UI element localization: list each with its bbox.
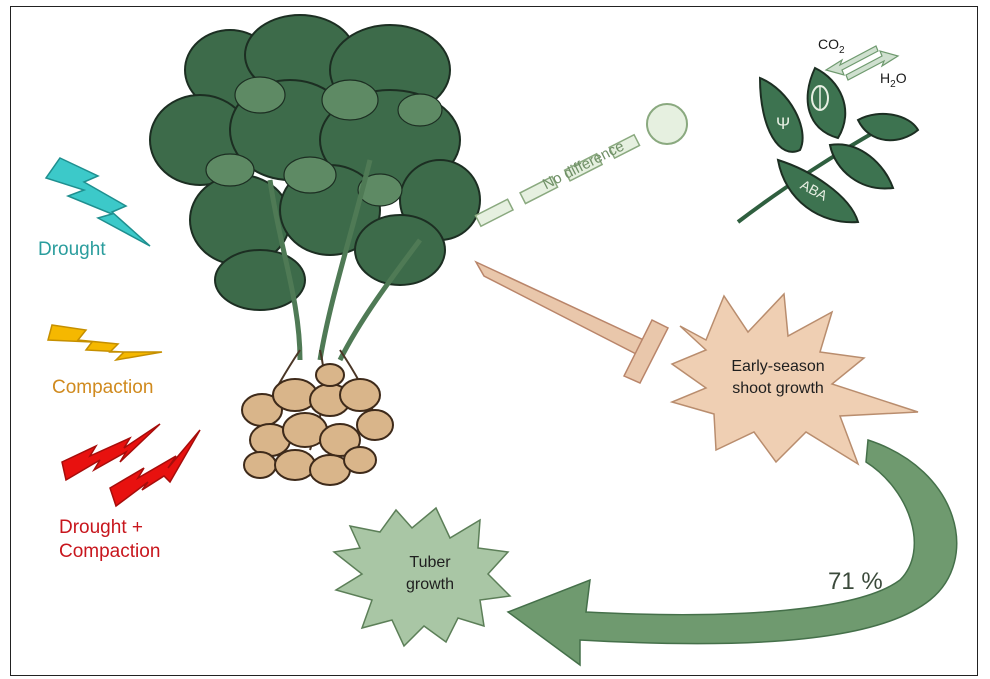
curved-growth-arrow — [508, 440, 957, 665]
h2o-label: H2O — [880, 70, 907, 90]
tuber-growth-label: Tuber growth — [380, 552, 480, 596]
inhibition-arrow — [476, 262, 668, 383]
drought-lightning-icon — [46, 158, 150, 246]
percent-label: 71 % — [828, 568, 883, 596]
early-season-shoot-growth-label: Early-season shoot growth — [710, 356, 846, 400]
drought-compaction-label: Drought + Compaction — [59, 516, 160, 564]
compaction-lightning-icon — [48, 325, 162, 360]
drought-label: Drought — [38, 238, 106, 262]
leaf-illustration — [738, 68, 918, 222]
potato-plant-illustration — [150, 15, 480, 485]
combined-lightning-icon-left — [62, 424, 160, 480]
compaction-label: Compaction — [52, 376, 153, 400]
no-difference-end-circle — [647, 104, 687, 144]
leaf-psi-label: Ψ — [776, 114, 790, 134]
co2-label: CO2 — [818, 36, 845, 56]
